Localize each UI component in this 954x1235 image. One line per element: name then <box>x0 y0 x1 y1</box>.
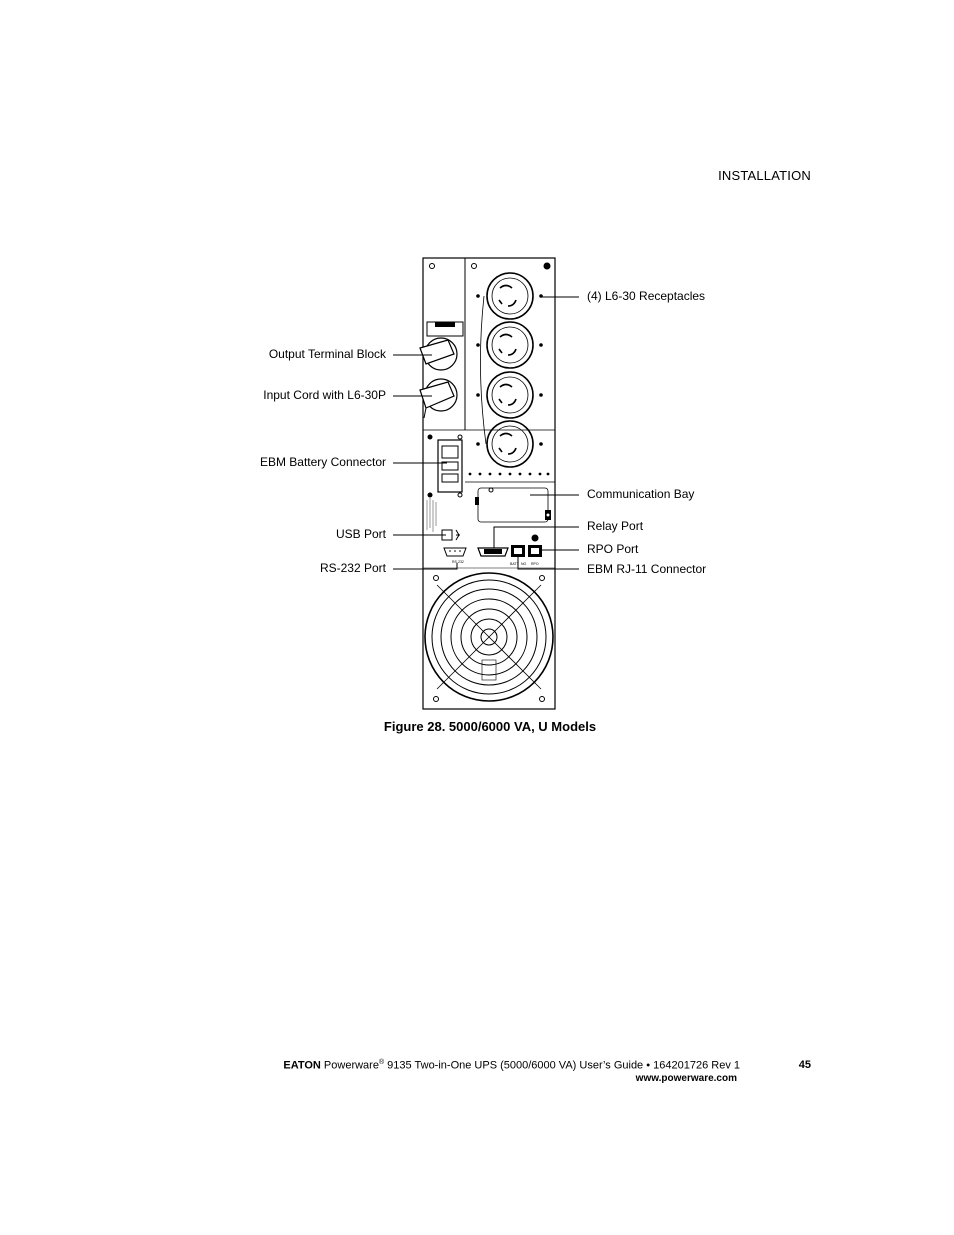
figure-caption: Figure 28. 5000/6000 VA, U Models <box>383 719 597 734</box>
output-terminal-block <box>419 321 464 371</box>
leader-lines <box>393 296 579 570</box>
communication-bay <box>475 487 551 523</box>
receptacle <box>486 321 534 369</box>
callout-usb-port: USB Port <box>335 527 386 541</box>
page-number: 45 <box>798 1059 811 1071</box>
section-header: INSTALLATION <box>718 168 811 183</box>
footer-brand: EATON <box>283 1059 321 1072</box>
footer-product: Powerware <box>323 1059 379 1072</box>
rpo-label: RPO <box>531 562 539 566</box>
receptacle <box>486 371 534 419</box>
ebm-rj11-connector: BATT NO <box>510 545 527 566</box>
no-label: NO <box>521 562 527 566</box>
footer-line: EATON Powerware® 9135 Two-in-One UPS (50… <box>200 1059 740 1072</box>
ups-rear-panel-figure: RS-232 BATT NO RPO <box>259 257 707 710</box>
callout-communication-bay: Communication Bay <box>587 487 695 501</box>
rpo-port: RPO <box>528 534 542 566</box>
batt-label: BATT <box>510 562 520 566</box>
receptacle <box>486 272 534 320</box>
callout-relay-port: Relay Port <box>587 519 644 533</box>
callout-input-cord: Input Cord with L6-30P <box>263 388 386 402</box>
callout-ebm-battery-connector: EBM Battery Connector <box>259 455 386 469</box>
callout-rpo-port: RPO Port <box>587 542 639 556</box>
callout-ebm-rj11: EBM RJ-11 Connector <box>587 562 707 576</box>
input-cord <box>419 378 458 419</box>
footer-url[interactable]: www.powerware.com <box>635 1073 737 1084</box>
callout-output-terminal-block: Output Terminal Block <box>268 347 386 361</box>
footer-registered: ® <box>378 1059 385 1066</box>
receptacle <box>486 420 534 468</box>
callout-rs232-port: RS-232 Port <box>319 561 386 575</box>
l6-30-receptacles <box>468 272 550 476</box>
callout-receptacles: (4) L6-30 Receptacles <box>587 289 706 303</box>
rs232-label: RS-232 <box>452 560 464 564</box>
relay-port <box>477 547 509 557</box>
rs-232-port: RS-232 <box>443 547 467 564</box>
ebm-battery-connector <box>427 434 463 498</box>
footer-title: 9135 Two-in-One UPS (5000/6000 VA) User’… <box>384 1059 740 1072</box>
ups-rear-panel-drawing: RS-232 BATT NO RPO <box>393 257 579 710</box>
fan-grille <box>424 572 554 702</box>
